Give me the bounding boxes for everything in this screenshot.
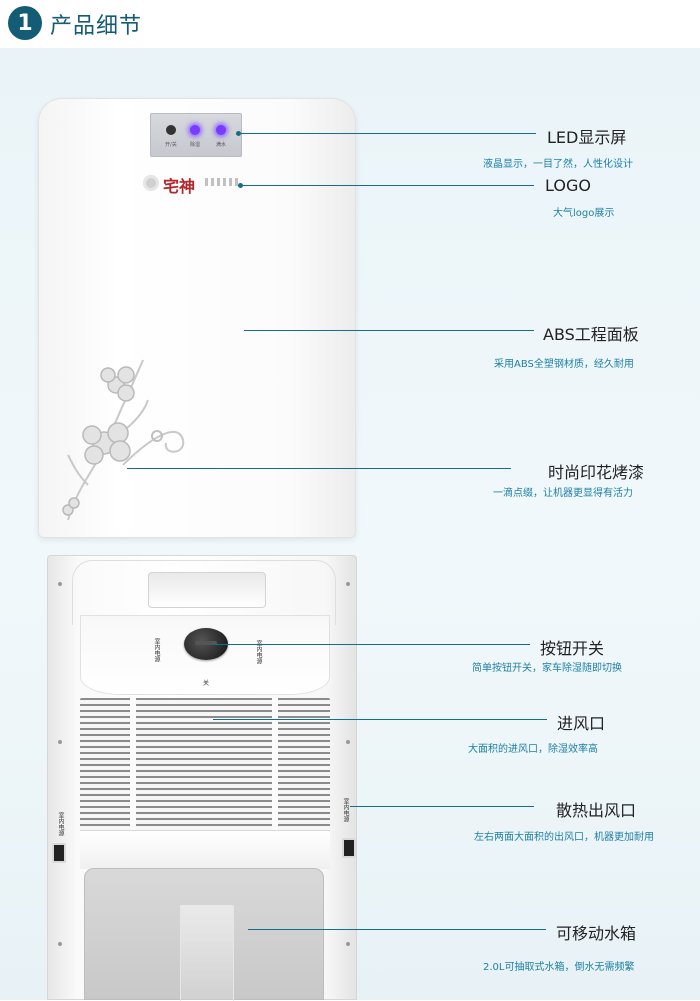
grille-divider-left <box>130 698 136 830</box>
led-indicator-power <box>166 125 176 135</box>
led-display-panel: 开/关 除湿 满水 <box>150 113 242 157</box>
callout-title-exhaust: 散热出风口 <box>556 801 637 820</box>
led-label-dehumidify: 除湿 <box>189 142 200 148</box>
callout-title-abs: ABS工程面板 <box>543 325 639 344</box>
callout-line <box>212 644 530 645</box>
callout-desc-abs: 采用ABS全塑钢材质，经久耐用 <box>494 359 634 370</box>
callout-title-logo: LOGO <box>545 176 591 195</box>
logo-emblem-icon <box>143 175 159 191</box>
callout-title-button: 按钮开关 <box>540 639 605 658</box>
section-title: 产品细节 <box>50 14 143 39</box>
screw <box>346 942 350 946</box>
side-label-right: 室内电源 <box>342 798 349 822</box>
side-label-left: 室内电源 <box>57 812 64 836</box>
control-label-left: 室内电源 <box>153 638 160 662</box>
screw <box>58 740 62 744</box>
floral-print-decoration <box>62 359 185 521</box>
callout-desc-button: 简单按钮开关，家车除湿随即切换 <box>472 663 622 674</box>
section-header: 1 产品细节 <box>0 0 700 48</box>
callout-desc-tank: 2.0L可抽取式水箱，倒水无需频繁 <box>483 962 635 973</box>
left-power-socket <box>52 843 66 863</box>
callout-line <box>240 133 536 134</box>
callout-desc-logo: 大气logo展示 <box>553 208 615 219</box>
screw <box>58 582 62 586</box>
brand-logo: 宅神 <box>143 172 243 196</box>
tank-handle-window <box>180 905 234 1001</box>
callout-desc-exhaust: 左右两面大面积的出风口，机器更加耐用 <box>474 832 654 843</box>
top-cap <box>72 560 336 625</box>
callout-desc-intake: 大面积的进风口，除湿效率高 <box>468 744 598 755</box>
led-indicator-full <box>216 125 226 135</box>
tank-top-band <box>80 830 330 869</box>
logo-subtext-mark <box>205 178 239 186</box>
screw <box>346 740 350 744</box>
callout-desc-led: 液晶显示，一目了然，人性化设计 <box>483 159 633 170</box>
callout-line <box>248 929 546 930</box>
callout-title-led: LED显示屏 <box>547 128 627 147</box>
carry-handle <box>148 572 266 608</box>
screw <box>346 582 350 586</box>
right-power-socket <box>342 838 356 858</box>
abs-front-panel-image <box>38 98 356 538</box>
led-label-full: 满水 <box>215 142 226 148</box>
power-button-indicator <box>195 641 217 645</box>
callout-line <box>127 468 511 469</box>
control-label-bottom: 关 <box>203 680 210 687</box>
callout-desc-print: 一滴点缀，让机器更显得有活力 <box>493 488 633 499</box>
callout-line <box>213 719 547 720</box>
callout-title-tank: 可移动水箱 <box>556 924 637 943</box>
led-indicator-dehumidify <box>190 125 200 135</box>
callout-anchor <box>236 131 241 136</box>
section-number-badge: 1 <box>8 6 42 40</box>
callout-line <box>244 330 534 331</box>
control-label-right: 室内电源 <box>255 640 262 664</box>
callout-title-intake: 进风口 <box>557 714 606 733</box>
grille-divider-right <box>272 698 278 830</box>
led-label-power: 开/关 <box>165 142 177 148</box>
callout-title-print: 时尚印花烤漆 <box>548 463 645 482</box>
air-intake-grille <box>80 698 330 830</box>
screw <box>58 942 62 946</box>
callout-anchor <box>238 183 243 188</box>
callout-line <box>350 806 534 807</box>
callout-line <box>242 185 534 186</box>
logo-text: 宅神 <box>163 177 196 196</box>
